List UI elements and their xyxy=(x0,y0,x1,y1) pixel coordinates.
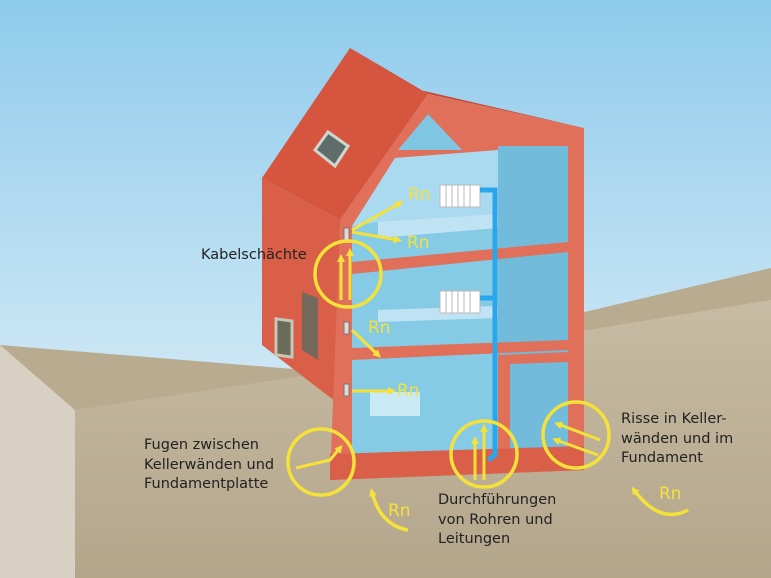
label-joints: Fugen zwischen Kellerwänden und Fundamen… xyxy=(144,437,275,492)
arrows-cracks xyxy=(552,421,601,457)
rn-label-3: Rn xyxy=(368,318,391,338)
rn-label-2: Rn xyxy=(407,233,430,253)
side-window xyxy=(274,317,294,359)
circle-cable-ducts xyxy=(313,239,383,309)
label-pipe-passages: Durchführungen von Rohren und Leitungen xyxy=(438,492,557,547)
cable-socket-3 xyxy=(343,383,350,397)
arrows-cable-ducts xyxy=(337,248,354,300)
radiator-top xyxy=(439,184,481,208)
basement-floor xyxy=(330,446,584,480)
ground-left-face xyxy=(0,345,75,578)
ground-arrow-left xyxy=(369,488,409,532)
skylight xyxy=(312,129,351,169)
ground-arrow-right xyxy=(631,486,689,517)
rn-ground-left: Rn xyxy=(388,501,411,521)
heating-pipe xyxy=(480,187,498,463)
cable-socket-1 xyxy=(343,227,350,241)
room-panel-0 xyxy=(370,392,420,416)
arrows-pipe-passage xyxy=(471,424,488,480)
cable-socket-2 xyxy=(343,321,350,335)
radiator-middle xyxy=(439,290,481,314)
rn-label-1: Rn xyxy=(408,185,431,205)
circle-cracks xyxy=(541,400,611,470)
rn-ground-right: Rn xyxy=(659,484,682,504)
cellar-divider xyxy=(498,352,568,454)
radon-arrows-mid xyxy=(350,328,381,358)
label-cable-ducts: Kabelschächte xyxy=(201,247,307,263)
room-panel-2 xyxy=(378,214,498,238)
circle-pipe-passage xyxy=(449,419,519,489)
radon-arrows-top xyxy=(351,201,404,244)
roof-side xyxy=(262,48,428,220)
arrows-joints xyxy=(295,444,343,470)
side-door xyxy=(302,292,318,360)
floor-slab-2 xyxy=(352,242,568,274)
rn-label-4: Rn xyxy=(397,381,420,401)
floor-slab-1 xyxy=(352,340,568,360)
attic-window xyxy=(398,114,462,150)
label-cracks: Risse in Keller- wänden und im Fundament xyxy=(621,411,734,466)
circle-joints xyxy=(286,427,356,497)
